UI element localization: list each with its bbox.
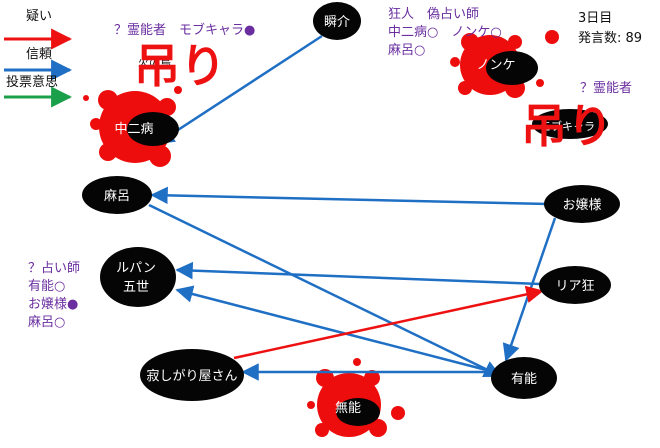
node-label-shunsuke: 瞬介 (324, 15, 350, 30)
note-right: ？霊能者 (580, 81, 632, 96)
arrow-yuunou-to-lupin (175, 285, 495, 374)
note-top-center-line3: 麻呂○ (388, 43, 425, 58)
note-top-left: ？霊能者 モブキャラ● (114, 22, 255, 38)
partial-label-hinotori: 火の鳥 (138, 55, 171, 69)
legend-label-vote: 投票意思 (6, 74, 58, 90)
node-sabishigariya (140, 349, 244, 401)
day-label: 3日目 (578, 11, 612, 26)
legend-label-suspect: 疑い (26, 8, 52, 24)
node-lupin (100, 247, 176, 307)
node-label-munou: 無能 (335, 401, 361, 416)
node-chuunibyou-shadow (127, 112, 179, 146)
arrow-ojousama-to-mahiro (150, 186, 549, 206)
node-label-lupin-line2: 五世 (123, 280, 149, 295)
node-yuunou (491, 357, 557, 399)
note-left-line4: 麻呂○ (28, 315, 65, 330)
node-label-mahiro: 麻呂 (104, 189, 130, 204)
node-ojousama (544, 185, 620, 223)
node-shunsuke (313, 2, 361, 40)
note-left-line3: お嬢様● (28, 297, 78, 312)
node-label-lupin-line1: ルパン (116, 261, 156, 276)
legend: 疑い 信頼 投票意思 (4, 8, 73, 108)
partial-label-mobchara: モブキャラ (540, 119, 595, 133)
arrow-shunsuke-to-mahiro (156, 34, 323, 145)
arrow-sabishigariya-to-riajuu (233, 285, 544, 360)
arrow-riajuu-to-lupin (175, 261, 541, 286)
node-mahiro (82, 176, 152, 214)
note-top-center-line2: 中二病○ ノンケ○ (388, 25, 502, 40)
note-left-line2: 有能○ (28, 279, 65, 294)
hanged-mark-2: 吊り (521, 99, 613, 153)
node-label-chuunibyou: 中二病 (114, 122, 153, 137)
node-label-sabishigariya: 寂しがり屋さん (146, 368, 237, 384)
note-top-center-line1: 狂人 偽占い師 (388, 7, 479, 22)
node-label-ojousama: お嬢様 (562, 198, 601, 213)
node-munou-shadow (336, 398, 380, 426)
node-mobchara (532, 109, 608, 139)
node-label-nonke: ノンケ (476, 58, 515, 73)
speech-count: 発言数: 89 (578, 31, 642, 46)
node-nonke-shadow (486, 51, 538, 85)
hanged-mark-1: 吊り (134, 39, 226, 93)
note-left-line1: ？占い師 (28, 261, 80, 276)
trust-arrows (148, 34, 557, 381)
legend-label-trust: 信頼 (26, 47, 52, 62)
node-label-yuunou: 有能 (511, 372, 537, 387)
arrow-mahiro-to-yuunou (148, 203, 502, 378)
node-riajuu (539, 266, 611, 304)
node-label-riajuu: リア狂 (555, 279, 594, 294)
